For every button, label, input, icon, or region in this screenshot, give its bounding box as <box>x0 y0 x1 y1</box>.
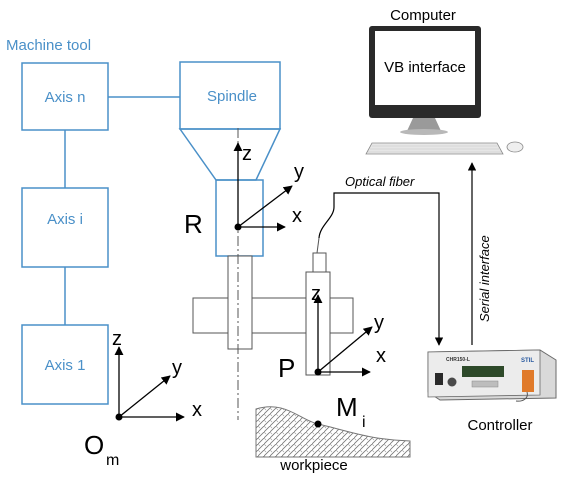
frame-om-subscript: m <box>106 452 119 469</box>
controller-orange-panel <box>522 370 534 392</box>
tool-assembly <box>192 237 354 376</box>
probe-head <box>312 252 327 273</box>
optical-fiber-cable <box>318 192 444 346</box>
frame-p-origin <box>314 368 322 376</box>
frame-r-axes <box>233 142 293 232</box>
controller-knob <box>447 377 457 387</box>
spindle-holder <box>215 179 264 257</box>
axis-1-label: Axis 1 <box>45 357 86 374</box>
frame-p-x-label: x <box>376 345 386 367</box>
frame-p-label: P <box>278 353 295 383</box>
computer-monitor <box>369 26 481 135</box>
workpiece-label: workpiece <box>279 457 348 474</box>
mouse-icon <box>506 141 524 153</box>
frame-om-axes <box>114 346 185 422</box>
monitor-screen-text: VB interface <box>384 59 466 76</box>
frame-om-z-label: z <box>112 328 122 350</box>
frame-r-origin <box>234 223 242 231</box>
frame-r-y-label: y <box>294 161 304 183</box>
frame-r-z-label: z <box>242 143 252 165</box>
frame-p-y-label: y <box>374 312 384 334</box>
point-mi-subscript: i <box>362 414 366 431</box>
controller-brand-text: STIL <box>521 358 534 364</box>
spindle-funnel <box>178 128 282 181</box>
axis-n-label: Axis n <box>45 89 86 106</box>
optical-fiber-label: Optical fiber <box>345 174 415 189</box>
frame-om-origin <box>115 413 123 421</box>
frame-p-axes <box>313 294 373 377</box>
frame-om-y-label: y <box>172 357 182 379</box>
controller-device <box>427 349 557 402</box>
frame-om-label: O <box>84 430 104 460</box>
serial-interface-label: Serial interface <box>477 235 492 322</box>
keyboard-icon <box>365 142 504 155</box>
point-mi <box>314 420 322 428</box>
frame-r-y-axis <box>237 185 293 228</box>
machine-tool-title: Machine tool <box>6 37 91 54</box>
controller-power-switch <box>435 373 443 385</box>
workpiece-surface <box>255 406 411 458</box>
controller-model-text: CHR150-L <box>446 357 470 363</box>
controller-display <box>462 366 504 377</box>
controller-label: Controller <box>467 417 532 434</box>
spindle-label: Spindle <box>207 88 257 105</box>
frame-r-x-label: x <box>292 205 302 227</box>
machine-axis-boxes <box>21 61 282 405</box>
computer-label: Computer <box>390 7 456 24</box>
controller-keypad <box>471 380 499 388</box>
point-mi-label: M <box>336 392 358 422</box>
frame-r-label: R <box>184 209 203 239</box>
frame-p-z-label: z <box>311 283 321 305</box>
frame-om-x-label: x <box>192 399 202 421</box>
probe-tip <box>316 237 320 254</box>
axis-i-label: Axis i <box>47 211 83 228</box>
frame-p-y-axis <box>317 326 373 373</box>
tool-shank <box>227 255 253 350</box>
frame-om-y-axis <box>118 375 171 418</box>
